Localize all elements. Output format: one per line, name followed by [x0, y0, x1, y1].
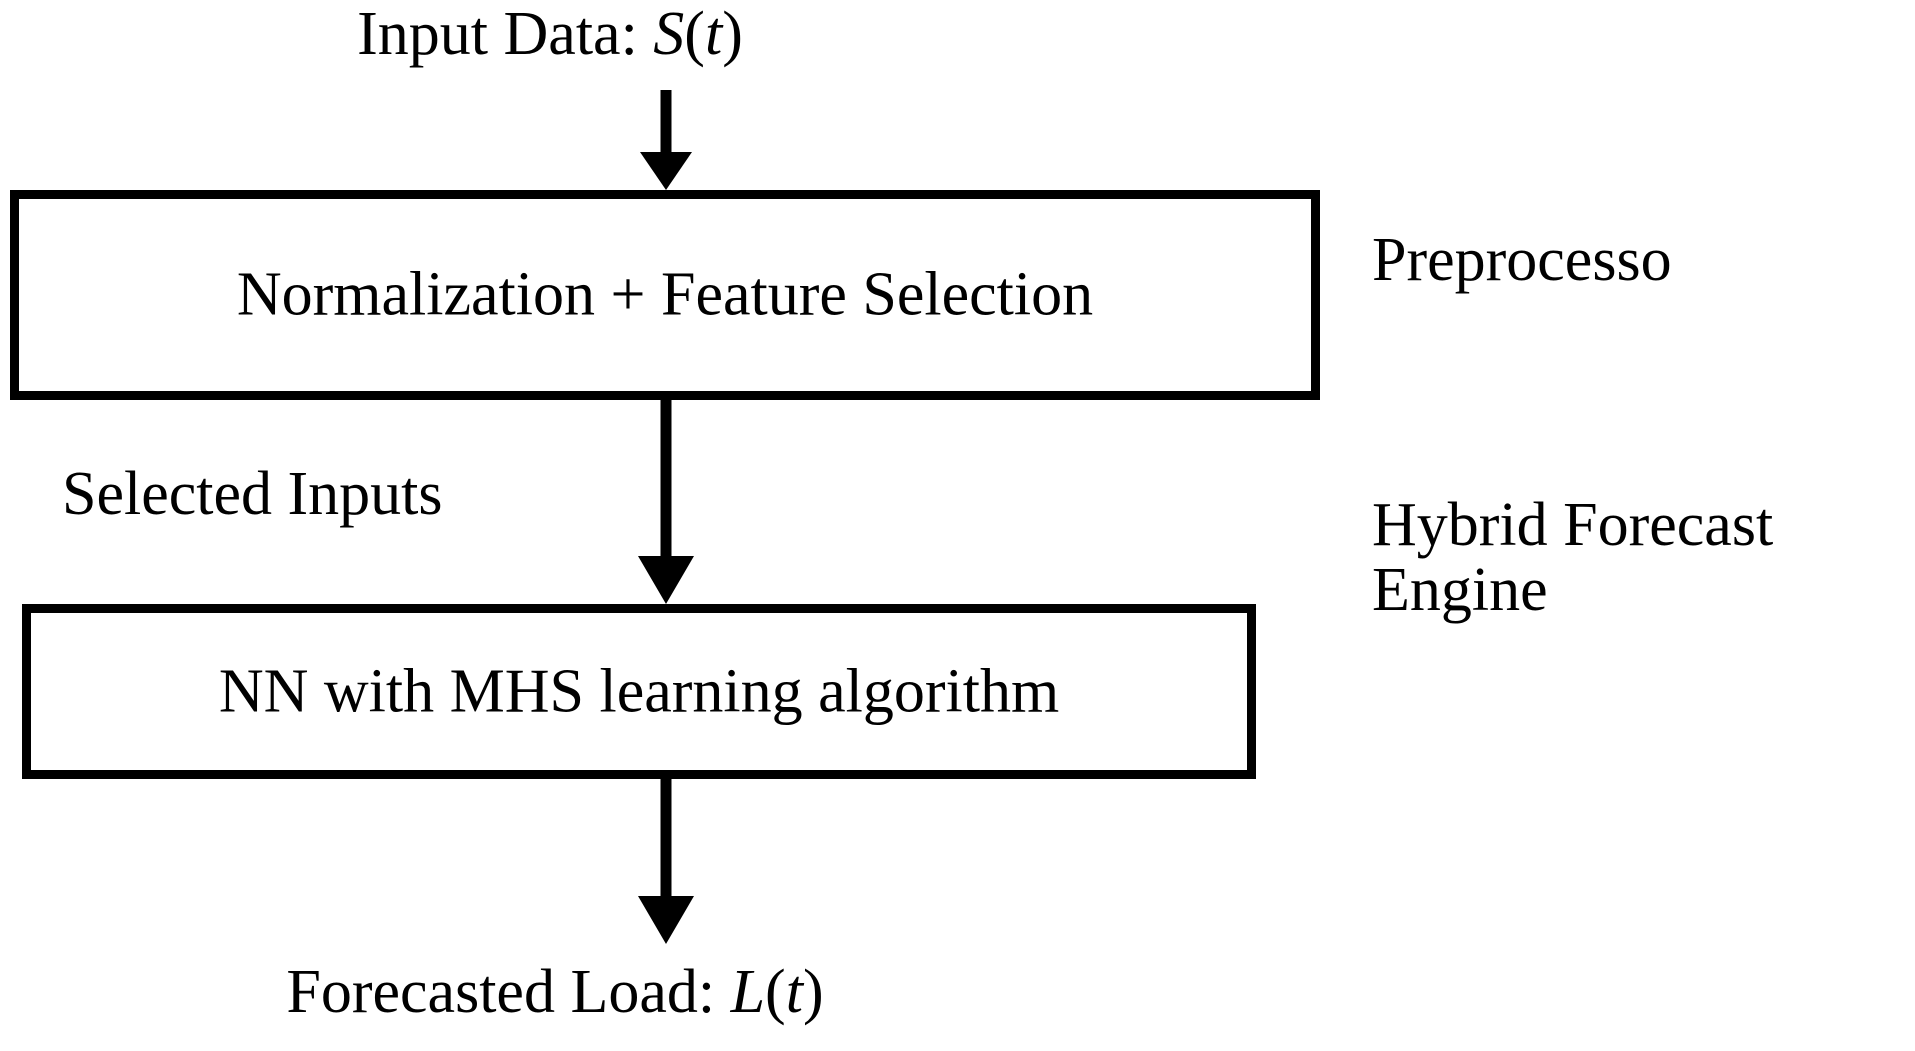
forecast-engine-block[interactable]: NN with MHS learning algorithm	[22, 604, 1256, 779]
input-symbol: S	[653, 0, 685, 68]
preprocessor-block[interactable]: Normalization + Feature Selection	[10, 190, 1320, 400]
output-paren-close: )	[802, 958, 824, 1026]
input-data-label: Input Data: S(t)	[0, 0, 1100, 68]
preprocessor-stage-label: Preprocesso	[1372, 226, 1672, 294]
input-data-prefix: Input Data:	[357, 0, 654, 68]
input-arg: t	[704, 0, 723, 68]
output-symbol: L	[730, 958, 766, 1026]
forecast-engine-stage-label-line2: Engine	[1372, 556, 1548, 625]
output-arg: t	[785, 958, 803, 1026]
arrow-engine-to-output	[638, 779, 694, 944]
forecast-engine-block-label: NN with MHS learning algorithm	[218, 657, 1060, 725]
arrow-input-to-preprocessor	[640, 90, 692, 190]
preprocessor-block-label: Normalization + Feature Selection	[236, 260, 1094, 329]
output-paren-open: (	[765, 958, 786, 1026]
selected-inputs-edge-label: Selected Inputs	[62, 460, 443, 528]
forecast-engine-stage-label-line1: Hybrid Forecast	[1372, 491, 1774, 559]
forecasted-load-label: Forecasted Load: L(t)	[0, 958, 1110, 1026]
input-paren-open: (	[684, 0, 705, 68]
arrow-preprocessor-to-engine	[638, 400, 694, 604]
output-data-prefix: Forecasted Load:	[286, 958, 731, 1026]
input-paren-close: )	[722, 0, 743, 68]
